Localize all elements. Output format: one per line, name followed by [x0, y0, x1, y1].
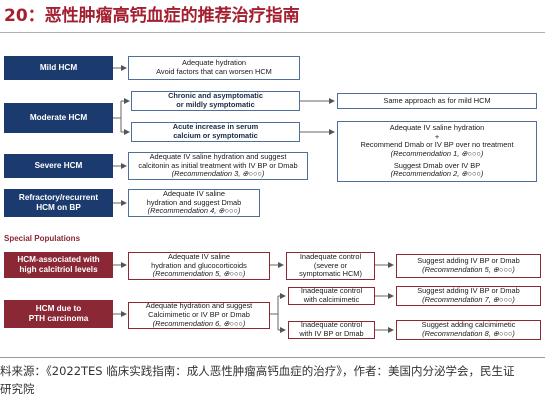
node-refractory-treatment: Adequate IV saline hydration and suggest…	[128, 189, 260, 217]
category-pth-carcinoma: HCM due to PTH carcinoma	[4, 300, 113, 328]
node-pth-inadequate-calcimimetic: Inadequate control with calcimimetic	[288, 287, 375, 305]
node-pth-treatment: Adequate hydration and suggest Calcimime…	[128, 302, 270, 329]
node-pth-suggest-bp-dmab: Suggest adding IV BP or Dmab (Recommenda…	[396, 286, 541, 306]
source-note: 料来源：《2022TES 临床实践指南：成人恶性肿瘤高钙血症的治疗》，作者：美国…	[0, 364, 515, 396]
special-populations-label: Special Populations	[4, 234, 81, 243]
node-moderate-chronic-treatment: Same approach as for mild HCM	[337, 93, 537, 109]
category-moderate-hcm: Moderate HCM	[4, 103, 113, 133]
node-moderate-acute: Acute increase in serum calcium or sympt…	[131, 122, 300, 142]
node-calcitriol-suggest: Suggest adding IV BP or Dmab (Recommenda…	[396, 254, 541, 278]
category-calcitriol-hcm: HCM-associated with high calcitriol leve…	[4, 252, 113, 278]
category-mild-hcm: Mild HCM	[4, 56, 113, 80]
node-moderate-acute-treatment: Adequate IV saline hydration + Recommend…	[337, 121, 537, 182]
node-mild-treatment: Adequate hydration Avoid factors that ca…	[128, 56, 300, 80]
figure-title: 20：恶性肿瘤高钙血症的推荐治疗指南	[4, 6, 300, 26]
category-refractory-hcm: Refractory/recurrent HCM on BP	[4, 189, 113, 217]
node-calcitriol-treatment: Adequate IV saline hydration and glucoco…	[128, 252, 270, 280]
source-divider	[0, 357, 545, 358]
connector-lines	[113, 65, 394, 333]
title-divider	[0, 32, 545, 33]
node-calcitriol-inadequate: Inadequate control (severe or symptomati…	[286, 252, 375, 280]
node-pth-inadequate-bp-dmab: Inadequate control with IV BP or Dmab	[288, 321, 375, 339]
category-severe-hcm: Severe HCM	[4, 154, 113, 178]
node-moderate-chronic: Chronic and asymptomatic or mildly sympt…	[131, 91, 300, 111]
node-severe-treatment: Adequate IV saline hydration and suggest…	[128, 152, 308, 180]
node-pth-suggest-calcimimetic: Suggest adding calcimimetic (Recommendat…	[396, 320, 541, 340]
